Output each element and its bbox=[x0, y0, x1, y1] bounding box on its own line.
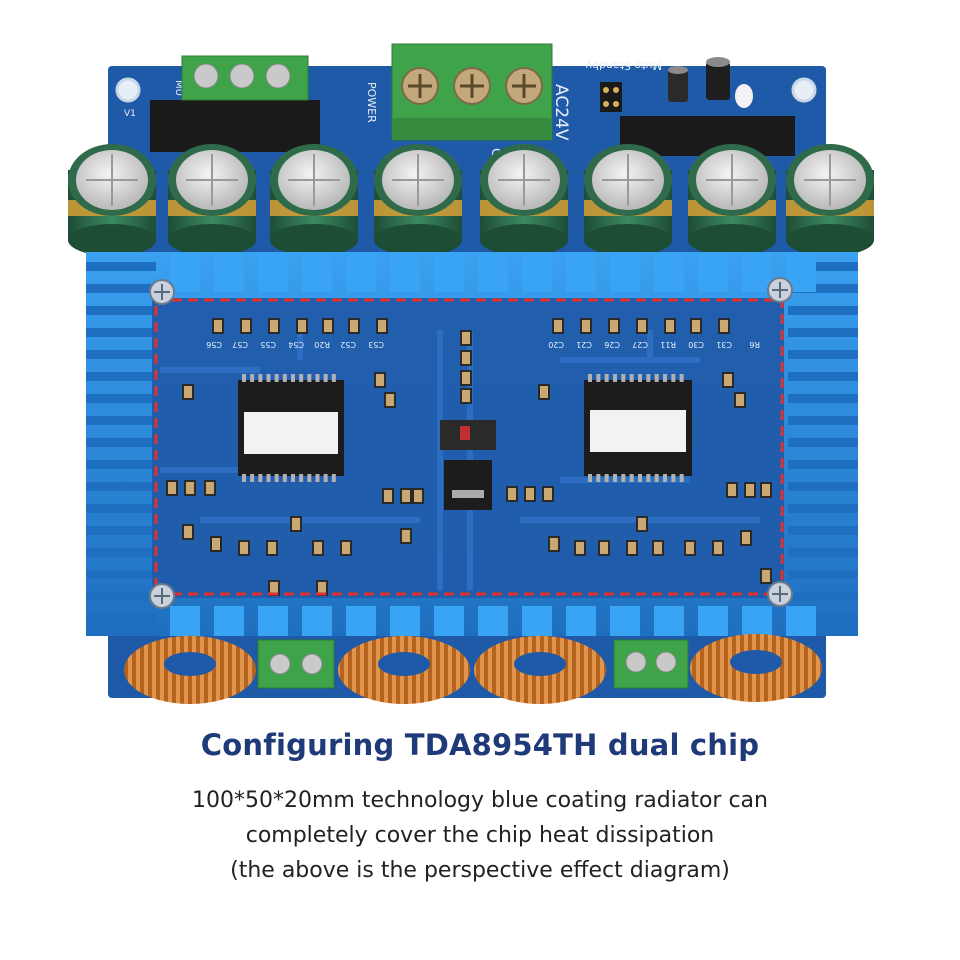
silk-ref-label: C53 bbox=[368, 340, 384, 349]
center-regulator bbox=[440, 420, 496, 510]
output-terminal-left bbox=[257, 639, 335, 689]
silk-ref-label: C31 bbox=[716, 340, 732, 349]
silk-ref-label: R20 bbox=[314, 340, 330, 349]
inductor-4 bbox=[690, 634, 822, 702]
terminal-block-power bbox=[391, 43, 553, 141]
amplifier-board-photo: POWER AC24V GND Mute Standby MU V1 bbox=[68, 43, 874, 704]
silk-v1: V1 bbox=[124, 109, 136, 119]
inductor-3 bbox=[474, 636, 606, 704]
silk-ref-label: C20 bbox=[548, 340, 564, 349]
smd-components bbox=[166, 318, 772, 596]
silk-ref-label: R11 bbox=[660, 340, 676, 349]
caption-line-1: 100*50*20mm technology blue coating radi… bbox=[192, 788, 768, 813]
tda8954th-chip-right bbox=[584, 374, 692, 482]
silk-ref-label: C54 bbox=[288, 340, 304, 349]
caption-line-3: (the above is the perspective effect dia… bbox=[230, 858, 730, 883]
silk-ac24v: AC24V bbox=[551, 84, 571, 141]
silk-ref-label: C30 bbox=[688, 340, 704, 349]
silk-ref-label: C26 bbox=[604, 340, 620, 349]
small-capacitors bbox=[668, 57, 753, 108]
regulator-left bbox=[150, 100, 320, 152]
capacitor bbox=[374, 144, 462, 256]
output-terminal-right bbox=[613, 639, 689, 689]
capacitor bbox=[270, 144, 358, 256]
silk-ref-label: C56 bbox=[206, 340, 222, 349]
filter-capacitors bbox=[68, 144, 874, 256]
caption-title: Configuring TDA8954TH dual chip bbox=[200, 728, 760, 762]
tda8954th-chip-left bbox=[238, 374, 344, 482]
highlight-box bbox=[154, 298, 784, 596]
silk-ref-label: C21 bbox=[576, 340, 592, 349]
silk-power: POWER bbox=[365, 82, 378, 123]
inductor-1 bbox=[124, 636, 256, 704]
silk-ref-labels: C56 C57 C55 C54 R20 C52 C53 C20 C21 C26 C27 R11 C30 C… bbox=[206, 340, 760, 349]
capacitor bbox=[68, 144, 156, 256]
terminal-block-left bbox=[181, 55, 309, 101]
mute-standby-header bbox=[600, 82, 622, 112]
silk-mu: MU bbox=[173, 80, 184, 96]
silk-ref-label: C55 bbox=[260, 340, 276, 349]
capacitor bbox=[480, 144, 568, 256]
silk-mute-standby: Mute Standby bbox=[585, 59, 662, 72]
silk-ref-label: C57 bbox=[232, 340, 248, 349]
silk-ref-label: R6 bbox=[749, 340, 760, 349]
capacitor bbox=[786, 144, 874, 256]
silk-ref-label: C52 bbox=[340, 340, 356, 349]
silk-ref-label: C27 bbox=[632, 340, 648, 349]
capacitor bbox=[688, 144, 776, 256]
capacitor bbox=[168, 144, 256, 256]
caption-line-2: completely cover the chip heat dissipati… bbox=[245, 823, 715, 848]
capacitor bbox=[584, 144, 672, 256]
mounting-holes bbox=[115, 77, 817, 103]
inductor-2 bbox=[338, 636, 470, 704]
